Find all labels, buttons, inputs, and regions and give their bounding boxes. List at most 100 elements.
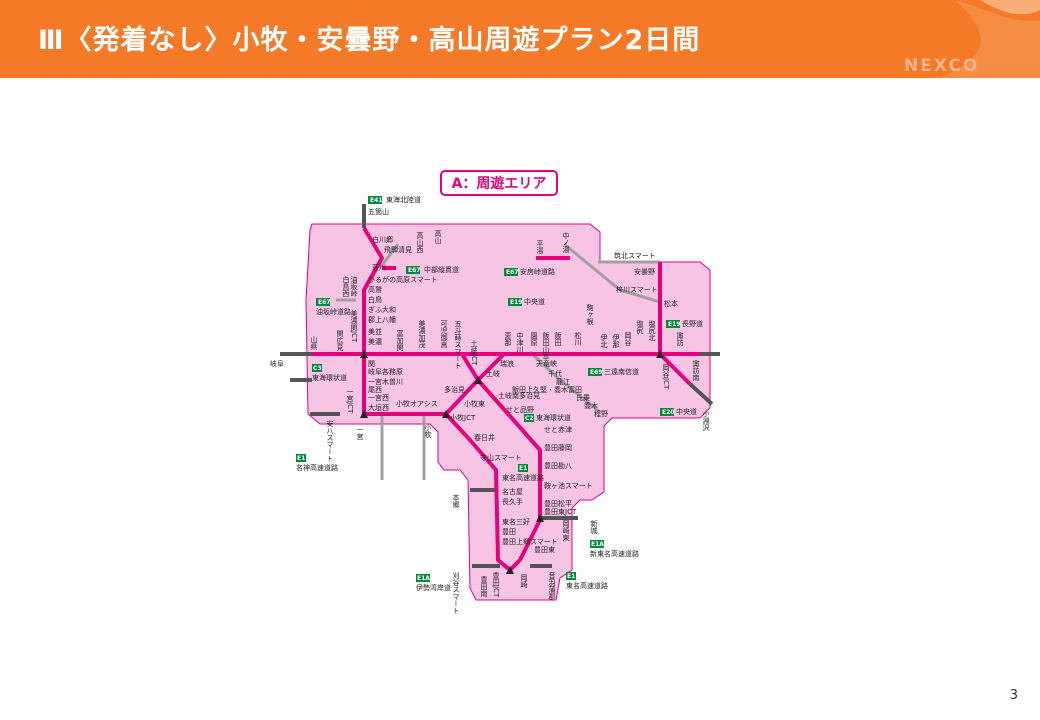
svg-text:E20: E20	[662, 409, 674, 416]
svg-text:ひるがの高原スマート: ひるがの高原スマート	[368, 275, 438, 284]
svg-text:豊田JCT: 豊田JCT	[492, 571, 500, 598]
svg-text:千代: 千代	[548, 369, 562, 378]
area-legend: A：周遊エリア	[440, 170, 558, 196]
svg-text:飯田上久堅・喬木富田: 飯田上久堅・喬木富田	[512, 385, 582, 394]
svg-text:程野: 程野	[594, 409, 608, 418]
svg-text:E41: E41	[370, 197, 382, 204]
svg-text:白鳥: 白鳥	[368, 295, 382, 304]
svg-text:富加関: 富加関	[396, 329, 404, 352]
logo-wordmark: NEXCO	[904, 56, 980, 76]
svg-text:岐阜: 岐阜	[270, 359, 284, 368]
svg-text:駒ヶ根: 駒ヶ根	[586, 303, 594, 326]
svg-text:恵那: 恵那	[504, 331, 512, 347]
svg-text:諏訪南: 諏訪南	[692, 359, 700, 381]
station-labels: 五箇山 白川郷 飛騨清見 高山 高山西 荘川 ひるがの高原スマート 高鷲 白鳥 …	[270, 207, 710, 614]
svg-text:豊田東JCT: 豊田東JCT	[544, 507, 577, 516]
svg-text:飯田山本: 飯田山本	[542, 331, 550, 361]
svg-text:荘川: 荘川	[372, 263, 386, 272]
svg-text:小牧オアシス: 小牧オアシス	[396, 399, 438, 408]
svg-text:可児御嵩: 可児御嵩	[440, 320, 448, 349]
svg-text:中ノ湯: 中ノ湯	[562, 231, 570, 254]
svg-text:せと赤津: せと赤津	[544, 426, 572, 434]
grey-roads	[336, 242, 661, 480]
svg-text:豊田松平: 豊田松平	[544, 499, 572, 508]
svg-text:東名高速道路: 東名高速道路	[566, 581, 608, 590]
svg-text:関広見: 関広見	[336, 330, 344, 352]
svg-text:松本: 松本	[664, 299, 678, 308]
svg-text:東海環状道: 東海環状道	[536, 413, 571, 422]
svg-text:園原: 園原	[530, 332, 538, 346]
svg-text:小淵沢: 小淵沢	[702, 409, 710, 432]
svg-text:岡崎: 岡崎	[520, 574, 528, 588]
svg-text:E67: E67	[408, 267, 420, 274]
svg-text:岡谷: 岡谷	[624, 332, 632, 347]
svg-text:美濃関JCT: 美濃関JCT	[350, 309, 358, 343]
svg-text:土岐: 土岐	[486, 369, 500, 378]
page-title: Ⅲ〈発着なし〉小牧・安曇野・高山周遊プラン2日間	[38, 25, 701, 56]
logo-swoosh-icon	[940, 0, 1040, 78]
svg-text:多治見: 多治見	[444, 385, 465, 394]
svg-text:山県: 山県	[310, 335, 318, 351]
svg-text:関: 関	[368, 360, 375, 368]
header-bar: Ⅲ〈発着なし〉小牧・安曇野・高山周遊プラン2日間 NEXCO	[0, 0, 1040, 78]
svg-text:E1A: E1A	[591, 541, 604, 548]
svg-text:豊田: 豊田	[502, 527, 516, 536]
main-routes	[312, 226, 700, 572]
legend-label: A：周遊エリア	[452, 175, 547, 192]
svg-text:喬木: 喬木	[584, 401, 598, 410]
svg-text:本郷: 本郷	[452, 493, 460, 509]
svg-text:豊田藤岡: 豊田藤岡	[544, 443, 572, 452]
svg-text:E67: E67	[506, 269, 518, 276]
svg-text:E1: E1	[567, 573, 575, 580]
svg-text:梓川スマート: 梓川スマート	[616, 285, 658, 294]
svg-text:一宮木曽川: 一宮木曽川	[368, 377, 403, 386]
svg-text:E1: E1	[297, 455, 305, 462]
svg-text:E19: E19	[668, 321, 680, 328]
svg-text:一宮JCT: 一宮JCT	[346, 388, 354, 414]
svg-text:中央道: 中央道	[676, 407, 697, 416]
svg-text:尾西: 尾西	[368, 386, 382, 394]
svg-text:せと品野: せと品野	[506, 406, 534, 414]
svg-text:守山スマート: 守山スマート	[480, 453, 522, 462]
svg-text:新城: 新城	[590, 519, 598, 535]
svg-text:天竜峡: 天竜峡	[536, 359, 557, 368]
svg-text:安房峠道路: 安房峠道路	[520, 267, 555, 276]
svg-text:高山西: 高山西	[416, 231, 424, 254]
svg-text:伊北: 伊北	[600, 333, 608, 349]
svg-text:名神高速道路: 名神高速道路	[296, 463, 338, 472]
svg-text:E67: E67	[318, 299, 330, 306]
svg-text:中部縦貫道: 中部縦貫道	[424, 265, 459, 274]
svg-text:土岐南多治見: 土岐南多治見	[498, 391, 540, 400]
svg-text:東海北陸道: 東海北陸道	[386, 195, 421, 204]
svg-text:岡崎東: 岡崎東	[562, 520, 570, 542]
svg-text:高鷲: 高鷲	[368, 285, 382, 294]
svg-text:E1: E1	[519, 465, 527, 472]
svg-text:安八スマート: 安八スマート	[326, 419, 334, 462]
svg-text:豊田上郷スマート: 豊田上郷スマート	[502, 537, 558, 546]
svg-text:岐阜各務原: 岐阜各務原	[368, 367, 403, 376]
svg-text:中央道: 中央道	[524, 297, 545, 306]
nexco-logo: NEXCO	[840, 0, 1040, 78]
svg-text:小牧JCT: 小牧JCT	[450, 413, 476, 422]
svg-text:長野道: 長野道	[682, 319, 703, 328]
svg-text:E69: E69	[590, 369, 602, 376]
svg-text:平湯: 平湯	[536, 240, 544, 255]
badge-e67a: E67 中部縦貫道	[406, 265, 459, 274]
jct-markers	[360, 350, 664, 574]
svg-text:新東名高速道路: 新東名高速道路	[590, 549, 639, 558]
svg-text:三遠南信道: 三遠南信道	[604, 367, 639, 376]
svg-text:筑北スマート: 筑北スマート	[614, 251, 656, 260]
svg-text:安曇野: 安曇野	[634, 267, 655, 276]
badge-e41: E41 東海北陸道	[368, 195, 421, 204]
svg-text:長久手: 長久手	[502, 497, 523, 506]
svg-text:美並: 美並	[368, 327, 382, 336]
